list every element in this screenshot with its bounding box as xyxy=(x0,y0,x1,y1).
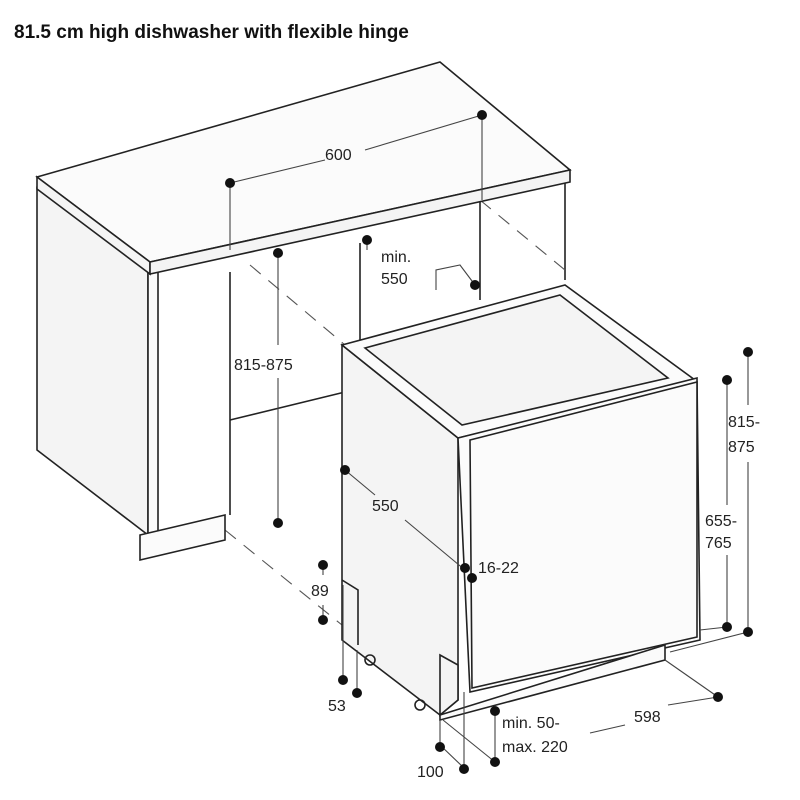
door-height-label-2: 765 xyxy=(705,535,732,552)
plinth-offset-label: min. 50- xyxy=(502,715,560,732)
appliance-depth-label: 550 xyxy=(372,498,399,515)
foot-offset-label: 100 xyxy=(417,764,444,781)
dimension-points xyxy=(225,110,753,774)
door-thickness-label: 16-22 xyxy=(478,560,519,577)
niche-depth-label: min. xyxy=(381,249,411,266)
plinth-depth-label: 53 xyxy=(328,698,346,715)
worktop-width-label: 600 xyxy=(325,147,352,164)
dimension-lines xyxy=(229,114,749,769)
niche-depth-value-label: 550 xyxy=(381,271,408,288)
appliance-height-label-2: 875 xyxy=(728,439,755,456)
diagram-title: 81.5 cm high dishwasher with flexible hi… xyxy=(14,22,409,43)
niche-height-label: 815-875 xyxy=(234,357,293,374)
plinth-height-label: 89 xyxy=(311,583,329,600)
appliance-height-label: 815- xyxy=(728,414,760,431)
appliance-width-label: 598 xyxy=(634,709,661,726)
plinth-offset-label-2: max. 220 xyxy=(502,739,568,756)
dishwasher xyxy=(340,284,701,722)
worktop xyxy=(35,61,572,276)
left-cabinet xyxy=(36,186,226,562)
dimension-labels: 600 min. 550 815-875 815- 875 655- 765 5… xyxy=(234,147,760,781)
door-height-label: 655- xyxy=(705,513,737,530)
